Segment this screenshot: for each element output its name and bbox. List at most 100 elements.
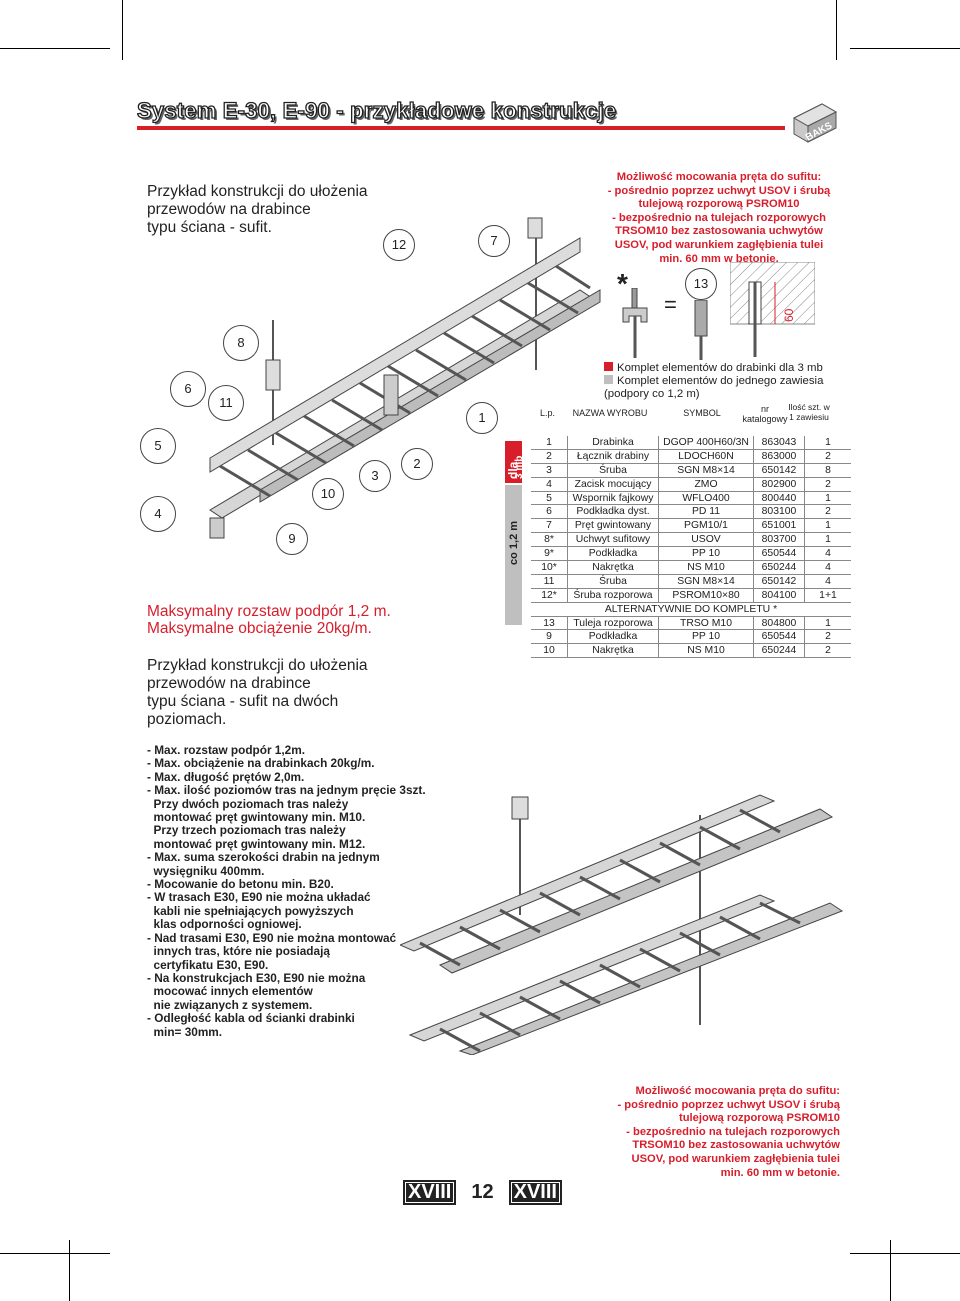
cell-lp: 12* [531,588,568,603]
bullet-line: - Odległość kabla od ścianki drabinki [147,1011,355,1026]
cell-name: Zacisk mocujący [567,477,659,492]
callout-2: 2 [401,448,433,480]
cell-name: Pręt gwintowany [567,518,659,534]
title-underline [137,126,785,130]
callout-10: 10 [312,478,344,510]
callout-9: 9 [276,523,308,555]
callout-4: 4 [140,496,176,532]
cell-symbol: SGN M8×14 [658,574,754,589]
cell-lp: 10 [531,643,568,659]
callout-7: 7 [478,225,510,257]
bullet-line: innych tras, które nie posiadają [147,944,330,959]
cell-lp: 7 [531,518,568,534]
cell-lp: 9* [531,546,568,562]
cell-qty: 1 [804,532,851,548]
cell-qty: 1+1 [804,588,851,603]
cell-lp: 3 [531,463,568,478]
cell-lp: 5 [531,491,568,506]
hanger-set-band: co 1,2 m [505,485,522,625]
section2-bullets: - Max. rozstaw podpór 1,2m.- Max. obciąż… [147,743,426,1039]
ladder-drawing-2 [400,794,844,1055]
cell-name: Uchwyt sufitowy [567,532,659,548]
cell-symbol: TRSO M10 [658,616,754,631]
cell-cat: 651001 [753,518,805,534]
cell-cat: 650544 [753,629,805,645]
legend-ladder: Komplet elementów do drabinki dla 3 mb [604,362,823,375]
callout-5: 5 [140,428,176,464]
cell-name: Podkładka dyst. [567,504,659,520]
bullet-line: certyfikatu E30, E90. [147,957,269,972]
cell-name: Podkładka [567,629,659,645]
ceiling-mount-note-2: Możliwość mocowania pręta do sufitu:- po… [617,1085,840,1179]
cell-name: Tuleja rozporowa [567,616,659,631]
crop-mark [69,1240,70,1301]
cell-cat: 650244 [753,643,805,659]
cell-qty: 1 [804,616,851,631]
cell-cat: 650244 [753,560,805,575]
ceiling-holder-detail [622,288,648,358]
cell-name: Śruba rozporowa [567,588,659,603]
cell-qty: 4 [804,574,851,589]
ladder-drawing-1 [209,217,601,539]
cell-cat: 650142 [753,463,805,478]
cell-cat: 650544 [753,546,805,562]
cell-lp: 11 [531,574,568,589]
cell-name: Nakrętka [567,643,659,659]
header-lp: L.p. [540,408,556,418]
cell-qty: 1 [804,491,851,506]
crop-mark [836,0,837,60]
cell-symbol: ZMO [658,477,754,492]
lower-ladder [408,894,844,1055]
cell-cat: 863043 [753,436,805,450]
cell-symbol: PP 10 [658,629,754,645]
cell-qty: 1 [804,518,851,534]
bullet-line: - Max. obciążenie na drabinkach 20kg/m. [147,756,375,771]
bullet-line: nie związanych z systemem. [147,997,313,1012]
header-name: NAZWA WYROBU [572,408,648,418]
cell-cat: 800440 [753,491,805,506]
cell-qty: 1 [804,436,851,450]
cell-lp: 13 [531,616,568,631]
bullet-line: - Nad trasami E30, E90 nie można montowa… [147,930,397,945]
crop-mark [850,48,960,49]
cell-symbol: PP 10 [658,546,754,562]
cell-symbol: NS M10 [658,643,754,659]
legend-grey-square [604,375,613,384]
callout-6: 6 [170,371,206,407]
cell-lp: 2 [531,449,568,464]
detail-star: * [617,268,628,299]
cell-lp: 6 [531,504,568,520]
cell-name: Drabinka [567,436,659,450]
bullet-line: - W trasach E30, E90 nie można układać [147,890,371,905]
cell-symbol: USOV [658,532,754,548]
cell-cat: 803700 [753,532,805,548]
cell-name: Śruba [567,574,659,589]
cell-cat: 802900 [753,477,805,492]
detail-equals: = [664,292,677,317]
bullet-line: wysięgniku 400mm. [147,863,265,878]
callout-8: 8 [223,325,259,361]
cell-symbol: WFLO400 [658,491,754,506]
header-qty: Ilość szt. w 1 zawiesiu [788,402,830,422]
cell-cat: 803100 [753,504,805,520]
ceiling-mount-note: Możliwość mocowania pręta do sufitu:- po… [607,171,831,265]
alternative-header-row: ALTERNATYWNIE DO KOMPLETU * [531,602,851,617]
chapter-badge-left: XVIII [403,1180,457,1205]
cell-lp: 10* [531,560,568,575]
bullet-line: - Max. rozstaw podpór 1,2m. [147,743,305,757]
header-symbol: SYMBOL [683,408,721,418]
bullet-line: - Na konstrukcjach E30, E90 nie można [147,970,366,985]
cell-symbol: PGM10/1 [658,518,754,534]
cell-name: Podkładka [567,546,659,562]
cell-name: Wspornik fajkowy [567,491,659,506]
cell-symbol: NS M10 [658,560,754,575]
